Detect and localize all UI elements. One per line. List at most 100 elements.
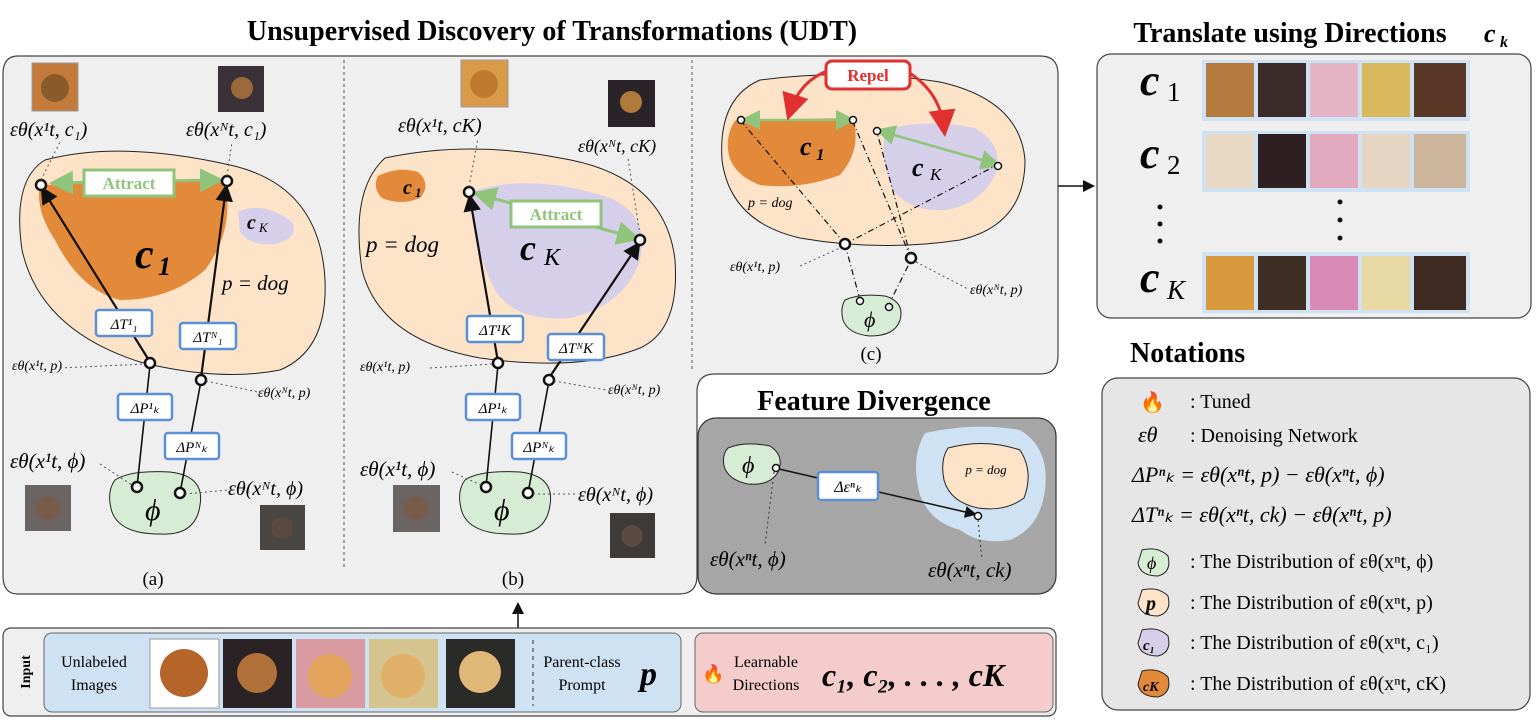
delta-p1-box-a	[116, 392, 174, 422]
phi-label-b: ϕ	[494, 494, 510, 527]
svg-text:εθ(xᴺt, p): εθ(xᴺt, p)	[258, 386, 311, 401]
svg-text:ΔTⁿₖ = εθ(xⁿt, ck) − εθ(xⁿt, p: ΔTⁿₖ = εθ(xⁿt, ck) − εθ(xⁿt, p)	[1131, 502, 1392, 527]
delta-tn-box-a	[178, 321, 238, 351]
svg-text:εθ(xⁿt, ck): εθ(xⁿt, ck)	[928, 558, 1012, 582]
phi-notation-icon: ϕ	[1147, 553, 1156, 573]
svg-text:c: c	[135, 232, 154, 278]
svg-text:1: 1	[1167, 77, 1181, 107]
svg-text:εθ(xᴺt, c₁): εθ(xᴺt, c₁)	[186, 119, 267, 141]
translate-row-c1: c 1	[1140, 56, 1470, 121]
svg-text:εθ(xᴺt, cK): εθ(xᴺt, cK)	[578, 136, 656, 157]
svg-text:Unlabeled: Unlabeled	[61, 654, 127, 671]
svg-text:ΔP¹ₖ: ΔP¹ₖ	[478, 401, 508, 417]
c1-notation-icon: c₁	[1143, 638, 1155, 654]
svg-text:ΔTᴺ₁: ΔTᴺ₁	[192, 330, 222, 346]
svg-text:Images: Images	[71, 677, 117, 694]
svg-text:εθ(x¹t, c₁): εθ(x¹t, c₁)	[10, 119, 88, 141]
svg-text:c: c	[1140, 56, 1160, 105]
svg-text:εθ(x¹t, ϕ): εθ(x¹t, ϕ)	[10, 449, 85, 473]
svg-text:K: K	[929, 165, 943, 184]
c1-region-c	[727, 118, 856, 187]
c1-region-b	[375, 169, 426, 202]
p-dog-label-fd: p = dog	[964, 462, 1007, 477]
delta-t1-box-a	[94, 308, 154, 338]
attract-box-b	[509, 199, 603, 229]
feature-divergence-title: Feature Divergence	[757, 386, 991, 417]
c1-label-c: c 1	[800, 132, 825, 164]
p-dog-label-b: p = dog	[364, 232, 439, 257]
udt-title: Unsupervised Discovery of Transformation…	[247, 16, 857, 47]
translate-ellipsis	[1157, 199, 1343, 244]
fire-icon: 🔥	[1140, 390, 1165, 414]
svg-text:Learnable: Learnable	[734, 654, 798, 671]
svg-text:εθ(xᴺt, ϕ): εθ(xᴺt, ϕ)	[228, 478, 303, 500]
translate-row-ck: c K	[1140, 252, 1470, 313]
delta-pn-box-b	[510, 431, 568, 461]
svg-text:(c): (c)	[860, 344, 881, 365]
svg-text:c: c	[520, 228, 536, 268]
svg-text:c: c	[1140, 129, 1160, 178]
feature-divergence-panel: p = dog ϕ Δεⁿₖ εθ(xⁿt, ϕ) εθ(xⁿt, ck)	[697, 417, 1057, 595]
ck-notation-icon: cK	[1143, 680, 1160, 695]
svg-text:(a): (a)	[142, 569, 163, 590]
delta-t1-box-b	[465, 314, 525, 344]
svg-text:εθ(x¹t, p): εθ(x¹t, p)	[12, 359, 62, 374]
svg-text:1: 1	[415, 185, 422, 200]
svg-text:(b): (b)	[502, 569, 524, 590]
svg-text:εθ(xᴺt, p): εθ(xᴺt, p)	[970, 283, 1023, 298]
directions-list: c₁, c₂, . . . , cK	[822, 657, 1007, 693]
svg-text:Directions: Directions	[733, 677, 800, 694]
svg-text:: Denoising Network: : Denoising Network	[1190, 425, 1358, 447]
svg-text:c: c	[1484, 19, 1496, 48]
c1-region-a	[39, 180, 228, 300]
svg-text:k: k	[1500, 34, 1508, 51]
attract-label-b: Attract	[530, 205, 583, 224]
delta-pn-box-a	[163, 431, 221, 461]
svg-text:c: c	[247, 212, 256, 234]
svg-text:ΔPᴺₖ: ΔPᴺₖ	[522, 440, 555, 456]
svg-text:εθ(x¹t, p): εθ(x¹t, p)	[730, 260, 780, 275]
svg-text:Prompt: Prompt	[558, 677, 606, 694]
svg-text:: Tuned: : Tuned	[1190, 391, 1251, 413]
fire-icon-input: 🔥	[702, 663, 724, 684]
svg-text:c: c	[1140, 253, 1160, 302]
c1-label-b: c 1	[403, 177, 422, 200]
svg-text:: The Distribution of εθ(xⁿt,: : The Distribution of εθ(xⁿt, c₁)	[1190, 632, 1439, 654]
p-dog-label-c: p = dog	[747, 196, 792, 211]
panel-b: c 1 c K p = dog Attract ϕ ΔT¹K ΔTᴺK ΔP¹ₖ…	[358, 59, 677, 590]
svg-text:1: 1	[158, 252, 171, 281]
svg-text:εθ(xᴺt, ϕ): εθ(xᴺt, ϕ)	[578, 484, 653, 506]
svg-text:ΔTᴺK: ΔTᴺK	[558, 341, 594, 357]
svg-text:ΔPᴺₖ: ΔPᴺₖ	[175, 440, 208, 456]
ck-label-a: c K	[247, 212, 269, 235]
svg-text:1: 1	[816, 145, 825, 164]
delta-p1-box-b	[464, 392, 522, 422]
panel-a: c 1 c K p = dog Attract ϕ ΔT¹₁ ΔTᴺ₁ ΔP	[10, 62, 326, 590]
notations-title: Notations	[1130, 338, 1245, 369]
svg-text:Translate using Directions: Translate using Directions	[1133, 18, 1446, 49]
panel-c: c 1 c K p = dog Repel ϕ εθ(x¹t, p) εθ(xᴺ…	[721, 59, 1026, 365]
p-dog-label-a: p = dog	[220, 271, 289, 295]
svg-text:εθ(xᴺt, p): εθ(xᴺt, p)	[608, 383, 661, 398]
repel-box	[824, 59, 912, 91]
translate-title: Translate using Directions c k	[1133, 18, 1508, 51]
attract-label-a: Attract	[103, 174, 156, 193]
dog-image-b1	[460, 59, 509, 108]
phi-label-fd: ϕ	[742, 453, 754, 479]
svg-text:c: c	[403, 177, 412, 199]
svg-text:εθ(x¹t, p): εθ(x¹t, p)	[360, 360, 410, 375]
repel-label: Repel	[847, 66, 889, 85]
phi-label-c: ϕ	[864, 307, 875, 332]
svg-text:εθ(x¹t, cK): εθ(x¹t, cK)	[398, 115, 482, 137]
svg-text:Parent-class: Parent-class	[543, 654, 620, 671]
ck-region-a	[238, 207, 294, 245]
svg-text:c: c	[800, 132, 812, 161]
phi-label-a: ϕ	[145, 494, 161, 527]
phi-blob-fd	[723, 443, 781, 485]
svg-text:ΔPⁿₖ = εθ(xⁿt, p) − εθ(xⁿt, ϕ): ΔPⁿₖ = εθ(xⁿt, p) − εθ(xⁿt, ϕ)	[1131, 462, 1385, 487]
p-notation-icon: p	[1144, 593, 1156, 615]
svg-text:ΔP¹ₖ: ΔP¹ₖ	[130, 401, 160, 417]
svg-text:K: K	[1166, 275, 1187, 305]
svg-text:c: c	[912, 153, 924, 182]
svg-text:εθ: εθ	[1138, 422, 1158, 447]
